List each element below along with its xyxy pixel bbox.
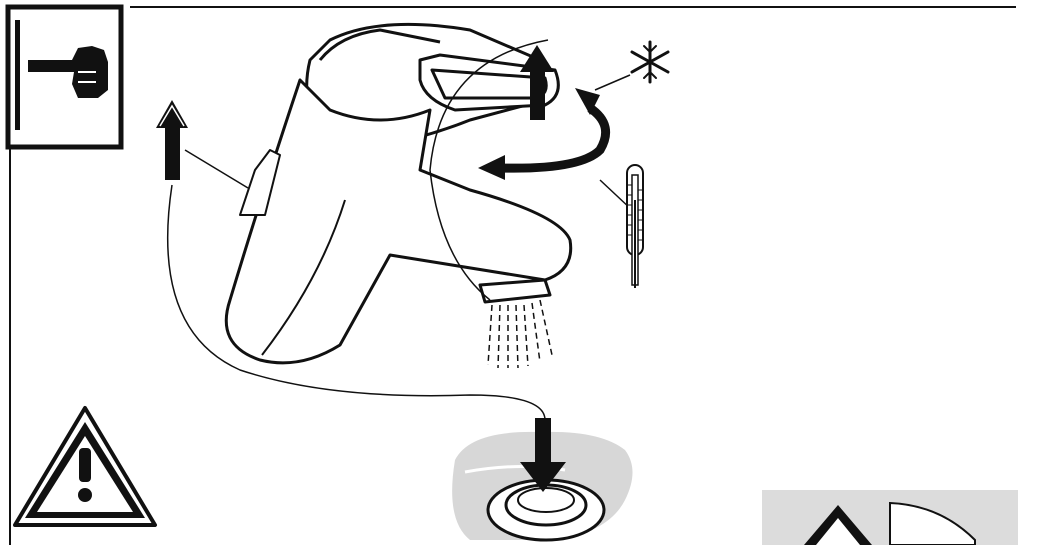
warning-triangle-icon <box>15 408 155 525</box>
thermometer-icon <box>627 165 643 288</box>
faucet-body <box>226 24 570 362</box>
cold-snowflake-icon <box>632 42 668 82</box>
leader-line <box>185 150 248 188</box>
up-arrow-icon <box>156 100 188 180</box>
leader-line <box>595 75 630 90</box>
partial-warning-panel <box>762 490 1018 545</box>
water-spray <box>488 300 552 368</box>
pointing-hand-icon <box>8 7 121 147</box>
